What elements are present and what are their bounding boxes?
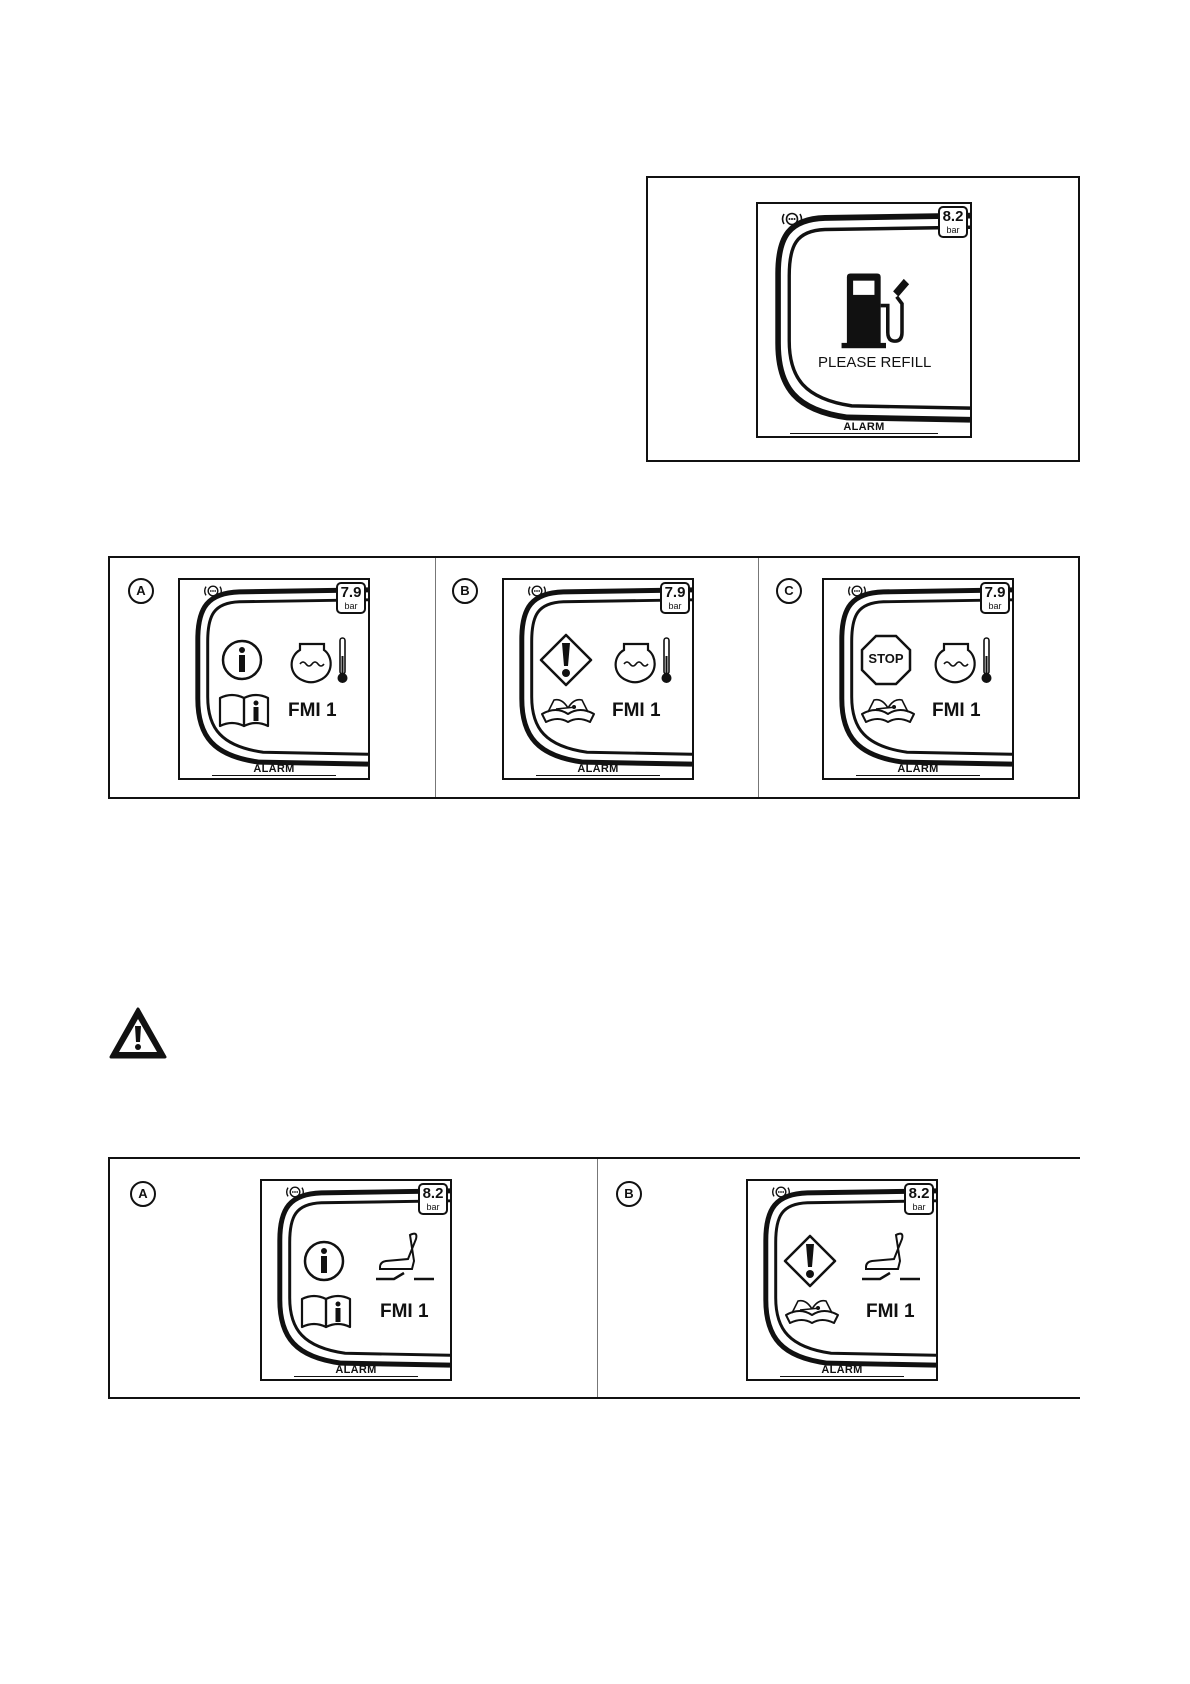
brake-icon: [284, 1185, 306, 1199]
refill-message: PLEASE REFILL: [818, 354, 931, 371]
info-icon: [302, 1239, 346, 1283]
dashboard-screen: 8.2 bar FMI 1 ALARM: [746, 1179, 938, 1381]
pressure-value: 7.9: [338, 585, 364, 601]
panel-letter: B: [616, 1181, 642, 1207]
warning-diamond-icon: [538, 632, 594, 688]
seat-switch-icon: [860, 1231, 924, 1281]
pressure-value: 8.2: [906, 1186, 932, 1202]
pressure-unit: bar: [420, 1202, 446, 1212]
stop-sign-icon: STOP: [860, 634, 912, 686]
dashboard-screen: 7.9 bar FMI 1 ALARM: [178, 578, 370, 780]
pressure-badge: 8.2 bar: [904, 1183, 934, 1215]
panel-letter: C: [776, 578, 802, 604]
brake-icon: [780, 211, 804, 227]
pressure-unit: bar: [906, 1202, 932, 1212]
panel-b: B 7.9 bar FMI 1 ALARM: [434, 558, 758, 798]
figure-please-refill: 8.2 bar PLEASE REFILL ALARM: [646, 176, 1080, 462]
warning-diamond-icon: [782, 1233, 838, 1289]
brake-icon: [770, 1185, 792, 1199]
alarm-underline: [790, 433, 938, 434]
pressure-value: 8.2: [940, 209, 966, 225]
alarm-label: ALARM: [262, 1364, 450, 1376]
dashboard-screen: 7.9 bar FMI 1 ALARM: [502, 578, 694, 780]
pressure-value: 7.9: [662, 585, 688, 601]
pressure-badge: 7.9 bar: [980, 582, 1010, 614]
pressure-unit: bar: [338, 601, 364, 611]
pressure-badge: 8.2 bar: [418, 1183, 448, 1215]
manual-open-book-icon: [782, 1295, 842, 1327]
warning-triangle-icon: [108, 1006, 168, 1060]
brake-icon: [526, 584, 548, 598]
alarm-label: ALARM: [758, 421, 970, 433]
pressure-badge: 7.9 bar: [660, 582, 690, 614]
pressure-badge: 8.2 bar: [938, 206, 968, 238]
alarm-label: ALARM: [748, 1364, 936, 1376]
panel-letter: A: [128, 578, 154, 604]
seat-switch-icon: [374, 1231, 438, 1281]
alarm-label: ALARM: [824, 763, 1012, 775]
panel-letter: A: [130, 1181, 156, 1207]
figure-seat-switch-alarms: A 8.2 bar FMI 1 ALARM B 8.2 bar: [108, 1157, 1080, 1399]
dashboard-screen-refill: 8.2 bar PLEASE REFILL ALARM: [756, 202, 972, 438]
fuel-pump-icon: [836, 270, 920, 350]
alarm-label: ALARM: [180, 763, 368, 775]
pressure-badge: 7.9 bar: [336, 582, 366, 614]
pressure-unit: bar: [982, 601, 1008, 611]
panel-a: A 8.2 bar FMI 1 ALARM: [110, 1159, 596, 1399]
info-icon: [220, 638, 264, 682]
fmi-code: FMI 1: [932, 700, 981, 722]
coolant-temperature-icon: [290, 634, 350, 686]
alarm-label: ALARM: [504, 763, 692, 775]
panel-b: B 8.2 bar FMI 1 ALARM: [596, 1159, 1082, 1399]
panel-letter: B: [452, 578, 478, 604]
coolant-temperature-icon: [614, 634, 674, 686]
alarm-underline: [780, 1376, 904, 1377]
coolant-temperature-icon: [934, 634, 994, 686]
brake-icon: [202, 584, 224, 598]
fmi-code: FMI 1: [612, 700, 661, 722]
dashboard-screen: 7.9 bar STOP FMI 1 ALARM: [822, 578, 1014, 780]
fmi-code: FMI 1: [288, 700, 337, 722]
panel-a: A 7.9 bar FMI 1 ALARM: [110, 558, 434, 798]
manual-open-book-icon: [858, 694, 918, 726]
brake-icon: [846, 584, 868, 598]
fmi-code: FMI 1: [866, 1301, 915, 1323]
dashboard-screen: 8.2 bar FMI 1 ALARM: [260, 1179, 452, 1381]
stop-sign-text: STOP: [860, 651, 912, 666]
manual-open-book-icon: [538, 694, 598, 726]
fmi-code: FMI 1: [380, 1301, 429, 1323]
pressure-unit: bar: [940, 225, 966, 235]
manual-info-icon: [300, 1293, 352, 1329]
alarm-underline: [212, 775, 336, 776]
alarm-underline: [856, 775, 980, 776]
panel-c: C 7.9 bar STOP FMI 1 ALARM: [758, 558, 1082, 798]
alarm-underline: [294, 1376, 418, 1377]
pressure-value: 8.2: [420, 1186, 446, 1202]
manual-info-icon: [218, 692, 270, 728]
pressure-unit: bar: [662, 601, 688, 611]
alarm-underline: [536, 775, 660, 776]
pressure-value: 7.9: [982, 585, 1008, 601]
figure-coolant-alarms: A 7.9 bar FMI 1 ALARM B 7.9 bar: [108, 556, 1080, 799]
